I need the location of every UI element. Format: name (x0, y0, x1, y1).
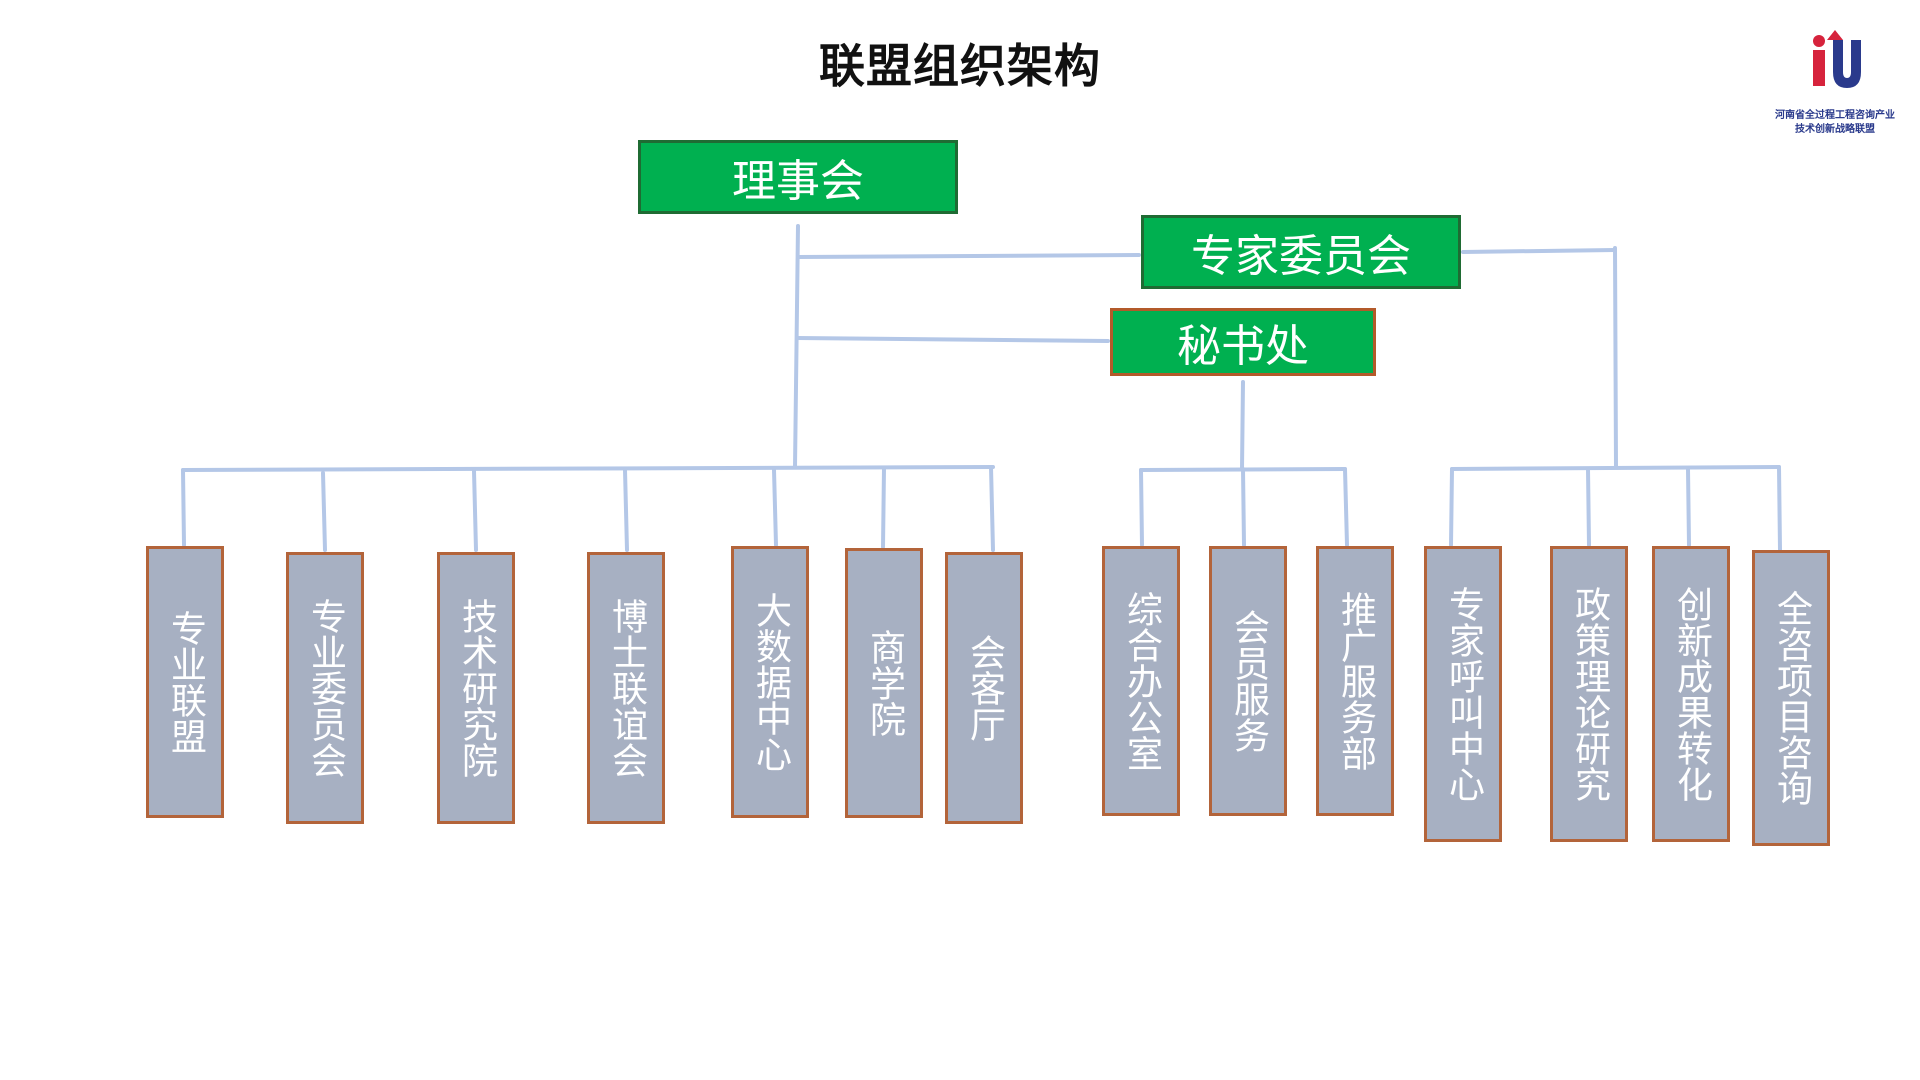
unit-label: 会客厅 (964, 634, 1005, 742)
experts-branch-line (1461, 248, 1617, 254)
council-trunk-line (793, 224, 800, 469)
unit-label: 全咨项目咨询 (1771, 590, 1812, 806)
council-unit: 专业委员会 (286, 552, 364, 824)
secretariat-unit: 综合办公室 (1102, 546, 1180, 816)
experts-trunk-line (1613, 246, 1618, 469)
unit-label: 会员服务 (1228, 609, 1269, 753)
council-experts-link (796, 253, 1141, 259)
unit-label: 博士联谊会 (606, 598, 647, 778)
council-unit: 大数据中心 (731, 546, 809, 818)
expert-unit: 专家呼叫中心 (1424, 546, 1502, 842)
expert-unit: 全咨项目咨询 (1752, 550, 1830, 846)
secretariat-unit: 会员服务 (1209, 546, 1287, 816)
experts-label: 专家委员会 (1191, 231, 1411, 282)
secretariat-trunk-line (1240, 380, 1245, 471)
alliance-logo: 河南省全过程工程咨询产业 技术创新战略联盟 (1760, 28, 1910, 138)
unit-label: 专业联盟 (165, 610, 206, 754)
council-unit: 博士联谊会 (587, 552, 665, 824)
logo-mark-icon (1813, 30, 1861, 88)
page-title: 联盟组织架构 (819, 39, 1101, 93)
unit-label: 政策理论研究 (1569, 586, 1610, 802)
unit-label: 商学院 (864, 629, 905, 737)
council-node: 理事会 (638, 140, 958, 214)
council-secretariat-link (795, 336, 1110, 343)
expert-unit: 政策理论研究 (1550, 546, 1628, 842)
council-units-bus (181, 465, 995, 472)
council-unit: 商学院 (845, 548, 923, 818)
expert-units-bus (1450, 465, 1781, 471)
secretariat-node: 秘书处 (1110, 308, 1376, 376)
unit-label: 综合办公室 (1121, 591, 1162, 771)
secretariat-unit: 推广服务部 (1316, 546, 1394, 816)
unit-label: 推广服务部 (1335, 591, 1376, 771)
experts-node: 专家委员会 (1141, 215, 1461, 289)
unit-label: 创新成果转化 (1671, 586, 1712, 802)
logo-text-line1: 河南省全过程工程咨询产业 (1775, 110, 1895, 121)
council-unit: 专业联盟 (146, 546, 224, 818)
council-unit: 会客厅 (945, 552, 1023, 824)
secretariat-label: 秘书处 (1177, 321, 1309, 372)
unit-label: 专家呼叫中心 (1443, 586, 1484, 802)
logo-text-line2: 技术创新战略联盟 (1795, 124, 1875, 135)
expert-unit: 创新成果转化 (1652, 546, 1730, 842)
unit-label: 专业委员会 (305, 598, 346, 778)
unit-label: 技术研究院 (456, 598, 497, 778)
council-unit: 技术研究院 (437, 552, 515, 824)
council-label: 理事会 (732, 156, 864, 207)
unit-label: 大数据中心 (750, 592, 791, 772)
